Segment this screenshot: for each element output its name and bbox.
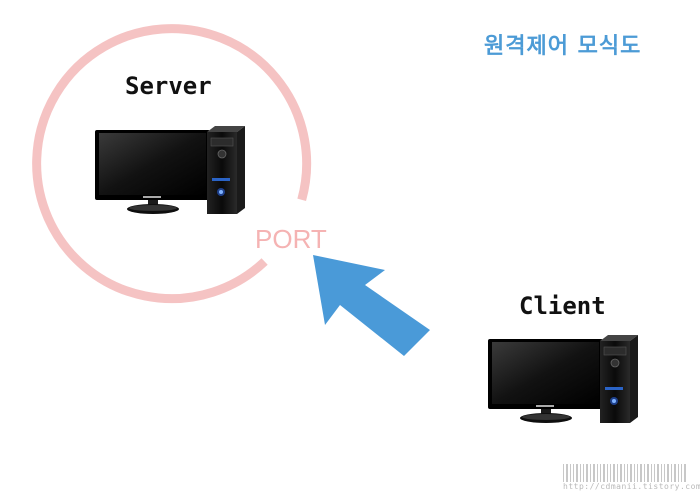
client-computer-icon [488, 335, 638, 423]
diagram-title: 원격제어 모식도 [484, 34, 642, 59]
port-label: PORT [255, 224, 327, 254]
client-label: Client [519, 292, 606, 320]
watermark-barcode [563, 464, 686, 482]
server-ring [32, 24, 312, 304]
watermark-text: http://cdmanii.tistory.com [563, 482, 700, 491]
server-computer-icon [95, 126, 245, 214]
server-label: Server [125, 72, 212, 100]
connection-arrow-icon [313, 255, 430, 356]
